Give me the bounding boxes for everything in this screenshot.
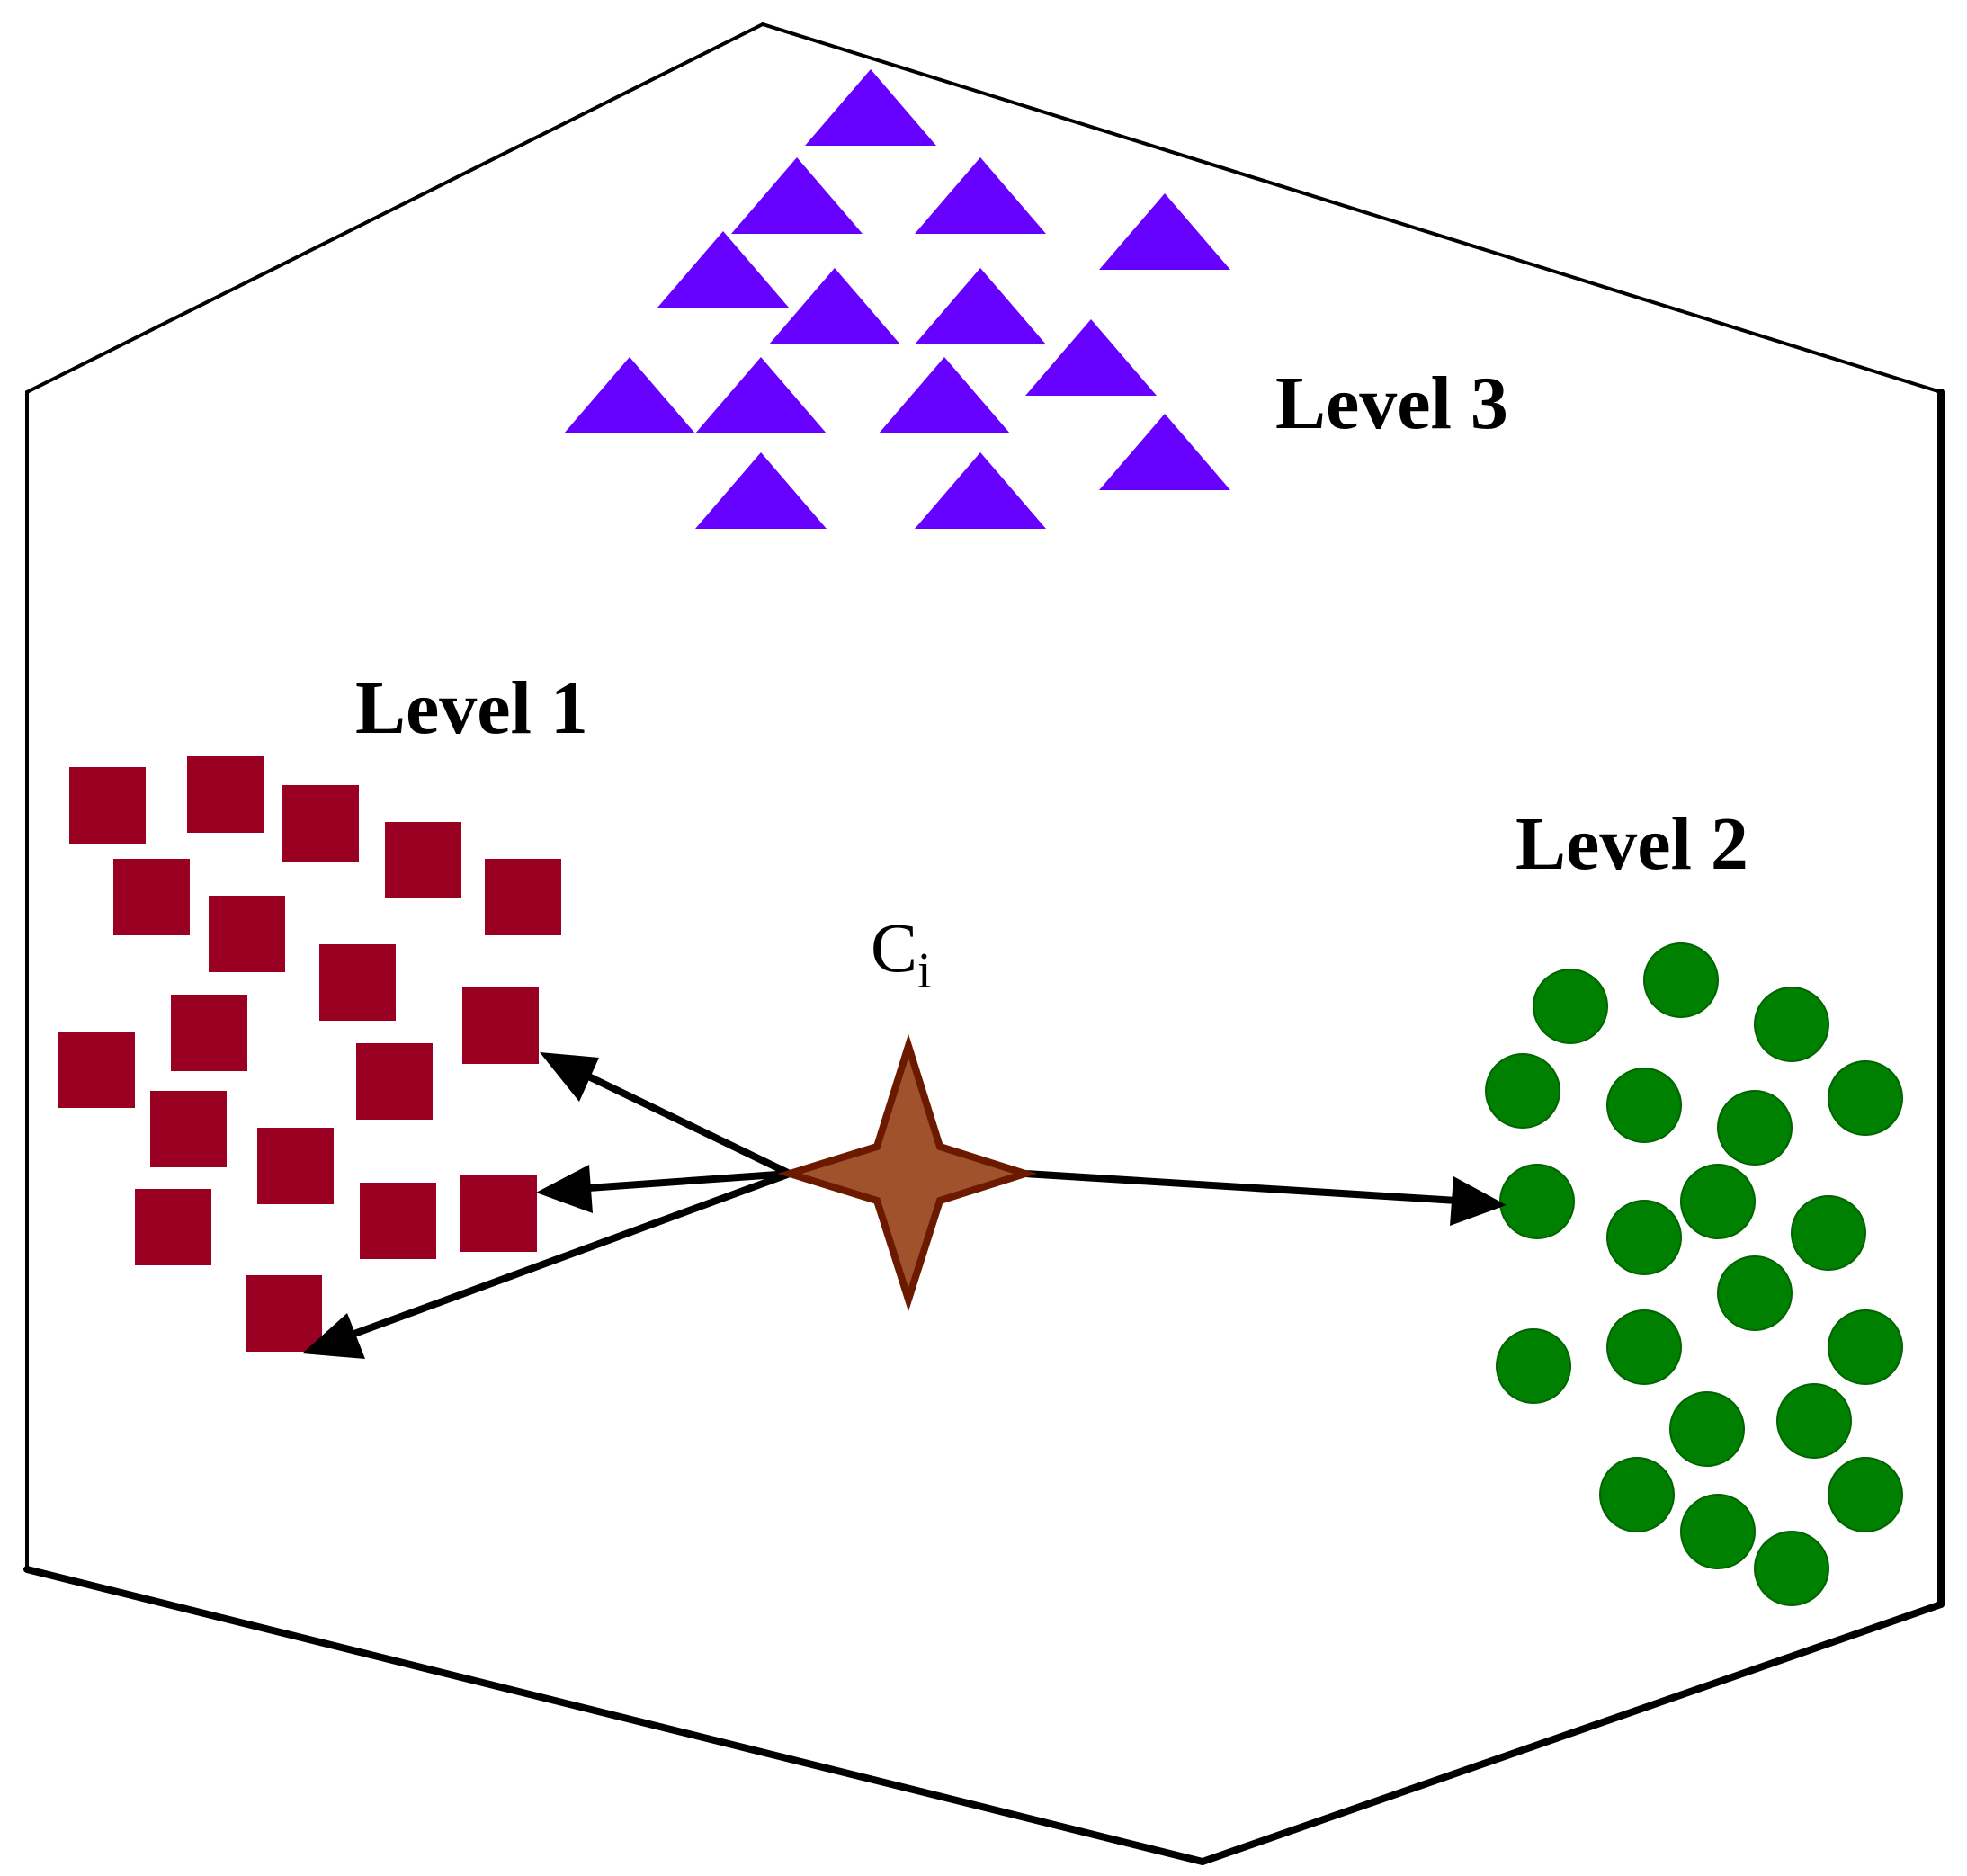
level1-square	[187, 756, 264, 833]
level2-circle	[1499, 1164, 1575, 1239]
level2-circle	[1606, 1309, 1682, 1385]
level3-triangle	[1025, 319, 1157, 396]
level3-triangle	[1099, 193, 1230, 270]
level2-circle	[1828, 1060, 1903, 1136]
level2-circle	[1754, 1531, 1829, 1606]
level2-circle	[1533, 969, 1608, 1044]
level2-circle	[1599, 1457, 1675, 1532]
level3-triangle	[915, 157, 1046, 234]
arrowhead-square-middle	[536, 1165, 593, 1213]
level3-triangle	[915, 268, 1046, 344]
level1-square	[462, 987, 539, 1064]
level2-circle	[1828, 1457, 1903, 1532]
level1-square	[58, 1032, 135, 1108]
level2-circle	[1669, 1391, 1745, 1467]
level3-triangle	[879, 357, 1010, 433]
level3-triangle	[564, 357, 695, 433]
centroid-label: Ci	[871, 908, 932, 999]
level2-circle	[1717, 1090, 1793, 1166]
level1-square	[460, 1175, 537, 1252]
level1-square	[319, 944, 396, 1021]
level1-square	[360, 1183, 436, 1259]
level2-circle	[1828, 1309, 1903, 1385]
level3-triangle	[1099, 414, 1230, 490]
level1-square	[150, 1091, 227, 1167]
level2-circle	[1485, 1053, 1560, 1129]
level1-square	[171, 995, 247, 1071]
level1-square	[485, 859, 561, 935]
hexagon-edge-bottom-left	[23, 1566, 1206, 1865]
level2-circle	[1791, 1195, 1866, 1271]
level2-label: Level 2	[1515, 802, 1748, 886]
level2-circle	[1680, 1164, 1756, 1239]
level1-square	[282, 785, 359, 862]
level3-triangle	[695, 452, 827, 529]
level1-square	[69, 767, 146, 844]
level1-square	[246, 1275, 322, 1352]
level2-circle	[1680, 1494, 1756, 1569]
centroid-label-main: C	[871, 908, 917, 987]
arrowhead-square-top	[540, 1052, 599, 1102]
hexagon-edge-top-left	[25, 22, 764, 394]
level1-label: Level 1	[355, 666, 588, 750]
level3-triangle	[731, 157, 863, 234]
level2-circle	[1717, 1255, 1793, 1331]
hexagon-boundary	[23, 22, 1945, 1865]
level2-circle	[1606, 1200, 1682, 1275]
level1-square	[385, 822, 461, 898]
level1-square	[135, 1189, 211, 1265]
level1-square	[113, 859, 190, 935]
level3-label: Level 3	[1275, 362, 1508, 445]
level3-triangle	[769, 268, 900, 344]
level2-circle	[1496, 1328, 1571, 1404]
level1-squares	[58, 756, 561, 1352]
centroid-star-icon	[777, 1033, 1038, 1312]
hexagon-edge-top-right	[761, 22, 1943, 394]
level3-triangles	[564, 69, 1230, 529]
hexagon-edge-bottom-right	[1199, 1601, 1945, 1865]
level1-square	[257, 1128, 334, 1204]
level3-triangle	[805, 69, 936, 146]
level2-circle	[1754, 987, 1829, 1062]
level1-square	[356, 1043, 433, 1120]
level2-circles	[1485, 942, 1903, 1606]
level2-circle	[1643, 942, 1719, 1018]
level2-circle	[1606, 1068, 1682, 1143]
level3-triangle	[657, 231, 789, 308]
arrow-to-square-bottom	[335, 1170, 791, 1344]
arrow-to-square-top	[574, 1067, 791, 1177]
arrowhead-square-bottom	[302, 1313, 365, 1359]
level3-triangle	[915, 452, 1046, 529]
arrowhead-circle	[1450, 1176, 1507, 1226]
arrow-to-circle	[1024, 1170, 1458, 1204]
level1-square	[209, 896, 285, 972]
level2-circle	[1776, 1383, 1852, 1459]
arrow-to-square-middle	[575, 1170, 791, 1193]
level3-triangle	[695, 357, 827, 433]
centroid-label-subscript: i	[917, 943, 932, 999]
distance-arrows	[302, 1052, 1507, 1359]
